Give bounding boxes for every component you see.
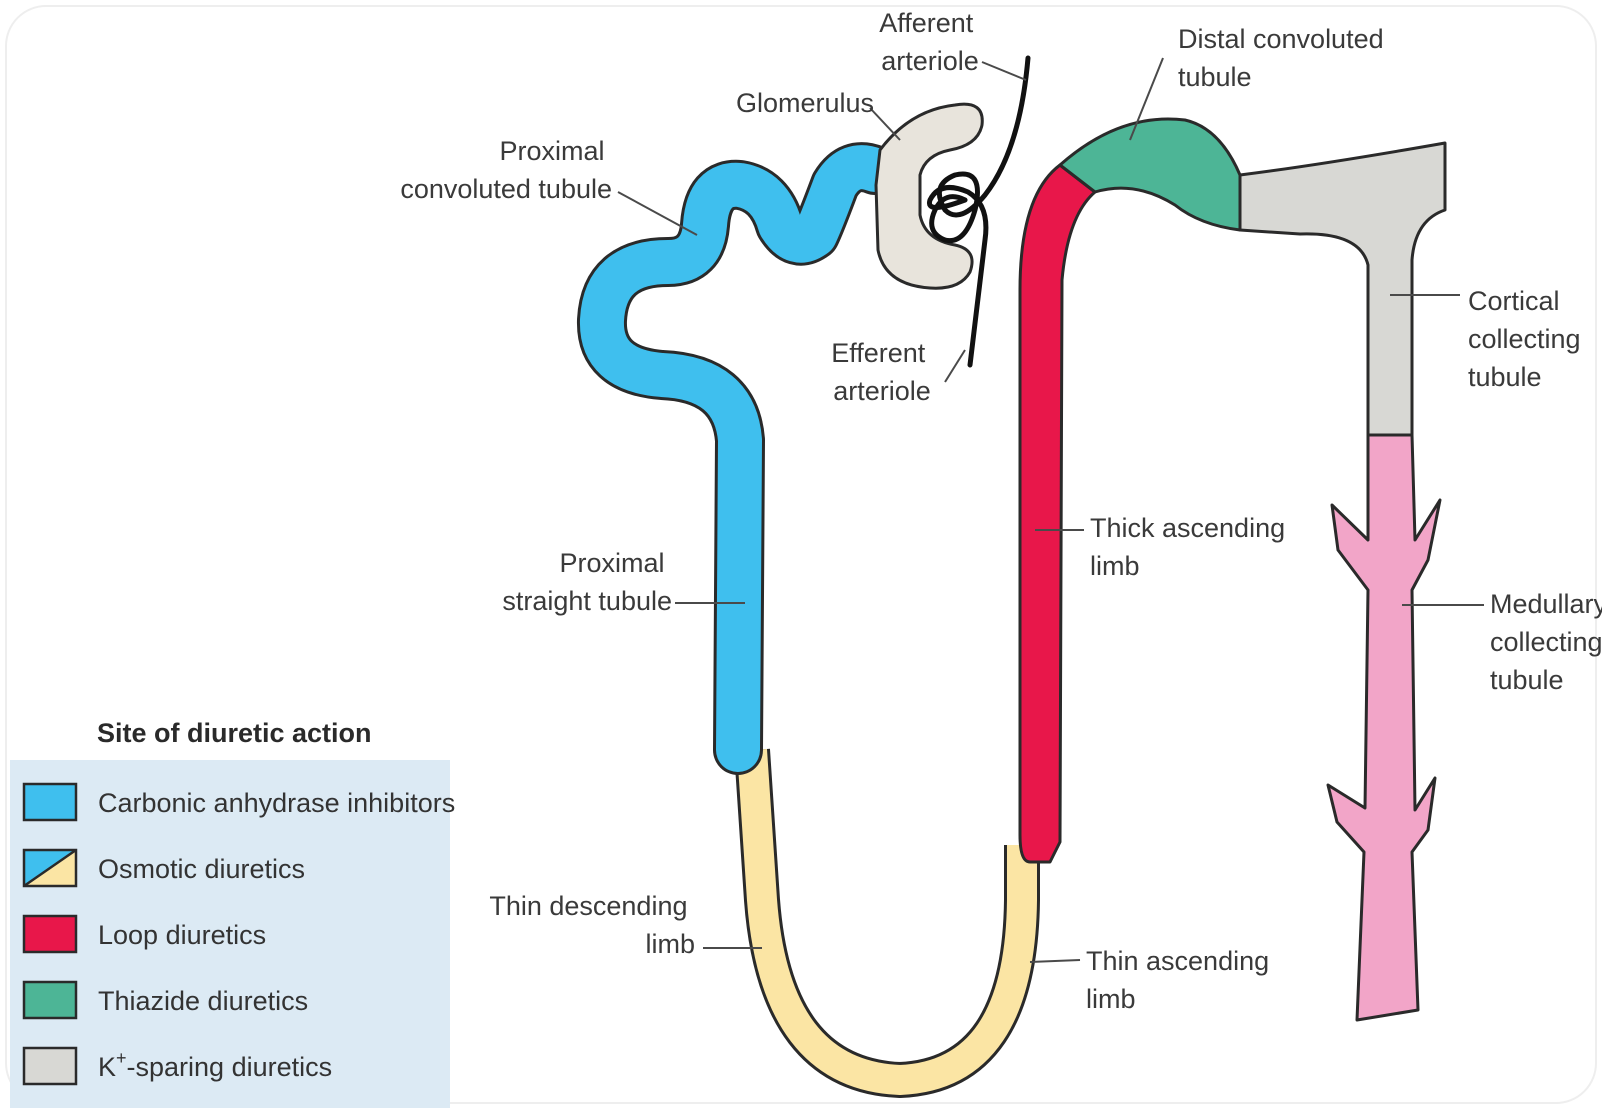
glomerulus-label: Glomerulus <box>736 88 874 118</box>
legend-item-thiazide: Thiazide diuretics <box>24 982 308 1018</box>
legend-item-k-sparing: K+-sparing diuretics <box>24 1048 332 1084</box>
legend-label: Loop diuretics <box>98 920 266 950</box>
legend-swatch <box>24 1048 76 1084</box>
legend: Site of diuretic action Carbonic anhydra… <box>10 718 455 1108</box>
legend-label: Osmotic diuretics <box>98 854 305 884</box>
legend-swatch <box>24 982 76 1018</box>
legend-swatch <box>24 784 76 820</box>
legend-label: Thiazide diuretics <box>98 986 308 1016</box>
legend-title: Site of diuretic action <box>97 718 372 748</box>
legend-label: Carbonic anhydrase inhibitors <box>98 788 455 818</box>
legend-item-loop: Loop diuretics <box>24 916 266 952</box>
legend-swatch <box>24 916 76 952</box>
legend-item-osmotic: Osmotic diuretics <box>24 850 305 886</box>
legend-label: K+-sparing diuretics <box>98 1048 332 1082</box>
